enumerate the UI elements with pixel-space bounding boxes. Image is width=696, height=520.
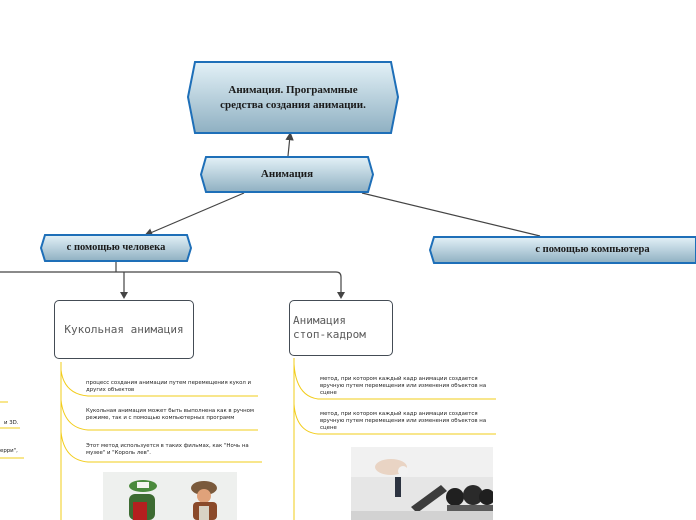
branch-computer-label: с помощью компьютера: [535, 244, 650, 256]
left-fragment-1: и 3D.: [4, 420, 19, 426]
branch-human-label: с помощью человека: [66, 242, 166, 254]
edge-main-human: [144, 192, 245, 237]
main-topic-label: Анимация: [260, 168, 314, 181]
branch-human-node[interactable]: с помощью человека: [40, 234, 192, 262]
puppet-animation-node[interactable]: Кукольная анимация: [54, 300, 194, 359]
stopmotion-note-1: метод, при котором каждый кадр анимации …: [320, 376, 487, 397]
edge-main-root: [285, 131, 294, 157]
main-topic-shape: [200, 156, 374, 193]
puppet-note-1: процесс создания анимации путем перемеще…: [86, 380, 252, 394]
stopmotion-note-2: метод, при котором каждый кадр анимации …: [320, 411, 487, 432]
edge-main-computer: [361, 192, 541, 237]
puppet-animation-label: Кукольная анимация: [64, 323, 184, 336]
branch-computer-node[interactable]: с помощью компьютера: [429, 236, 696, 264]
puppet-note-3: Этот метод используется в таких фильмах,…: [86, 443, 249, 457]
branch-human-shape: [40, 234, 192, 262]
puppet-photo: [103, 472, 237, 520]
puppet-note-2: Кукольная анимация может быть выполнена …: [86, 408, 254, 422]
root-topic-shape: [187, 61, 399, 134]
main-topic-node[interactable]: Анимация: [200, 156, 374, 193]
left-fragment-2: ерри",: [0, 448, 18, 454]
branch-computer-shape: [429, 236, 696, 264]
note-lines-puppet: [60, 362, 262, 520]
stopmotion-photo: [351, 447, 493, 520]
edge-human-children: [0, 262, 342, 296]
note-lines-left: [0, 401, 24, 459]
note-lines-stopmotion: [293, 358, 496, 520]
